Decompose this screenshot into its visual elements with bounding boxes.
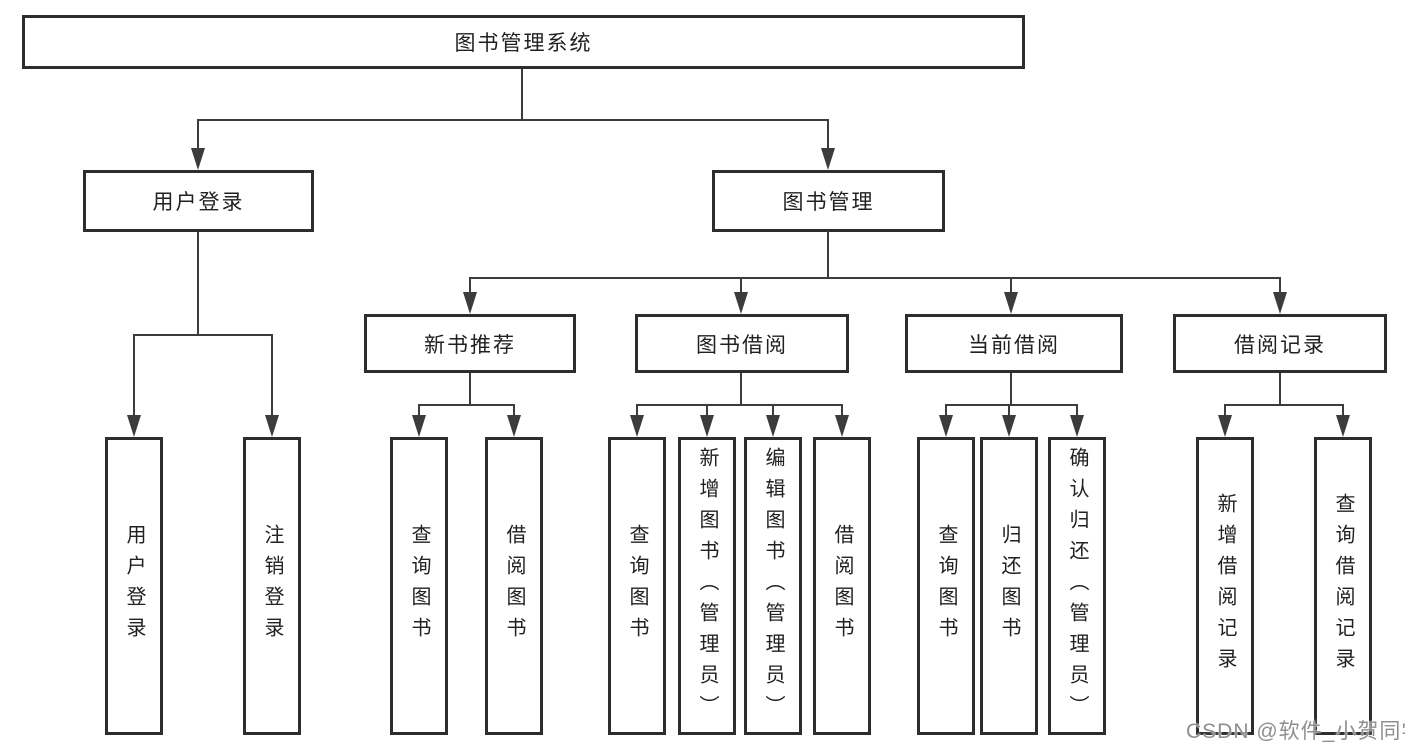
csdn-watermark: CSDN @软件_小贺同学 — [1186, 720, 1405, 743]
arrowhead-down-icon — [1273, 292, 1287, 314]
leaf-query-borrow-record: 查询借阅记录 — [1314, 437, 1372, 735]
leaf-label: 确认归还（管理员） — [1066, 446, 1088, 726]
arrowhead-down-icon — [127, 415, 141, 437]
connector-level3-rail — [470, 277, 1281, 279]
arrowhead-down-icon — [766, 415, 780, 437]
connector-level2-rail — [198, 119, 829, 121]
arrowhead-down-icon — [463, 292, 477, 314]
connector-stem — [1279, 373, 1281, 405]
node-label: 借阅记录 — [1234, 333, 1326, 357]
arrowhead-down-icon — [835, 415, 849, 437]
connector-stem — [636, 404, 638, 416]
connector-stem — [706, 404, 708, 416]
leaf-edit-book-admin: 编辑图书（管理员） — [744, 437, 802, 735]
leaf-confirm-return-admin: 确认归还（管理员） — [1048, 437, 1106, 735]
connector-rail — [419, 404, 515, 406]
arrowhead-down-icon — [821, 148, 835, 170]
node-borrowing-records: 借阅记录 — [1173, 314, 1387, 373]
arrowhead-down-icon — [1002, 415, 1016, 437]
leaf-return-books: 归还图书 — [980, 437, 1038, 735]
connector-stem — [740, 277, 742, 293]
leaf-label: 用户登录 — [123, 524, 145, 648]
node-label: 新书推荐 — [424, 333, 516, 357]
node-user-login: 用户登录 — [83, 170, 314, 232]
connector-stem — [1010, 277, 1012, 293]
connector-stem — [418, 404, 420, 416]
leaf-label: 新增借阅记录 — [1214, 493, 1236, 679]
connector-stem — [513, 404, 515, 416]
connector-rail — [637, 404, 843, 406]
leaf-label: 编辑图书（管理员） — [762, 446, 784, 726]
connector-stem — [772, 404, 774, 416]
arrowhead-down-icon — [1004, 292, 1018, 314]
connector-stem — [827, 231, 829, 277]
leaf-label: 新增图书（管理员） — [696, 446, 718, 726]
connector-stem — [133, 334, 135, 416]
connector-stem — [827, 119, 829, 150]
arrowhead-down-icon — [265, 415, 279, 437]
leaf-label: 查询图书 — [626, 524, 648, 648]
arrowhead-down-icon — [1336, 415, 1350, 437]
connector-stem — [197, 232, 199, 336]
connector-root-stem — [521, 69, 523, 120]
node-label: 用户登录 — [152, 191, 245, 214]
connector-stem — [740, 373, 742, 405]
node-new-book-recommendation: 新书推荐 — [364, 314, 576, 373]
connector-stem — [1010, 373, 1012, 405]
leaf-label: 查询借阅记录 — [1332, 493, 1354, 679]
leaf-label: 借阅图书 — [503, 524, 525, 648]
connector-rail — [946, 404, 1078, 406]
connector-rail — [134, 334, 273, 336]
node-current-borrowing: 当前借阅 — [905, 314, 1123, 373]
connector-stem — [1342, 404, 1344, 416]
arrowhead-down-icon — [630, 415, 644, 437]
connector-rail — [1225, 404, 1344, 406]
arrowhead-down-icon — [1218, 415, 1232, 437]
connector-stem — [1224, 404, 1226, 416]
connector-stem — [1279, 277, 1281, 293]
node-book-management: 图书管理 — [712, 170, 945, 232]
leaf-borrow-books-borrowing: 借阅图书 — [813, 437, 871, 735]
arrowhead-down-icon — [1070, 415, 1084, 437]
leaf-label: 查询图书 — [408, 524, 430, 648]
leaf-user-login: 用户登录 — [105, 437, 163, 735]
leaf-query-books-recommend: 查询图书 — [390, 437, 448, 735]
connector-stem — [469, 277, 471, 293]
node-label: 图书管理系统 — [454, 32, 593, 55]
connector-stem — [945, 404, 947, 416]
connector-stem — [841, 404, 843, 416]
leaf-logout: 注销登录 — [243, 437, 301, 735]
leaf-add-borrow-record: 新增借阅记录 — [1196, 437, 1254, 735]
node-label: 图书借阅 — [696, 333, 788, 357]
node-label: 图书管理 — [782, 191, 875, 214]
connector-stem — [1076, 404, 1078, 416]
connector-stem — [197, 119, 199, 150]
arrowhead-down-icon — [939, 415, 953, 437]
leaf-add-book-admin: 新增图书（管理员） — [678, 437, 736, 735]
connector-stem — [469, 373, 471, 405]
leaf-query-books-current: 查询图书 — [917, 437, 975, 735]
leaf-label: 查询图书 — [935, 524, 957, 648]
connector-stem — [1008, 404, 1010, 416]
leaf-query-books-borrowing: 查询图书 — [608, 437, 666, 735]
arrowhead-down-icon — [734, 292, 748, 314]
arrowhead-down-icon — [412, 415, 426, 437]
arrowhead-down-icon — [507, 415, 521, 437]
leaf-label: 借阅图书 — [831, 524, 853, 648]
node-label: 当前借阅 — [968, 333, 1060, 357]
arrowhead-down-icon — [191, 148, 205, 170]
node-library-management-system: 图书管理系统 — [22, 15, 1025, 69]
arrowhead-down-icon — [700, 415, 714, 437]
leaf-label: 注销登录 — [261, 524, 283, 648]
leaf-label: 归还图书 — [998, 524, 1020, 648]
node-book-borrowing: 图书借阅 — [635, 314, 849, 373]
leaf-borrow-books-recommend: 借阅图书 — [485, 437, 543, 735]
connector-stem — [271, 334, 273, 416]
